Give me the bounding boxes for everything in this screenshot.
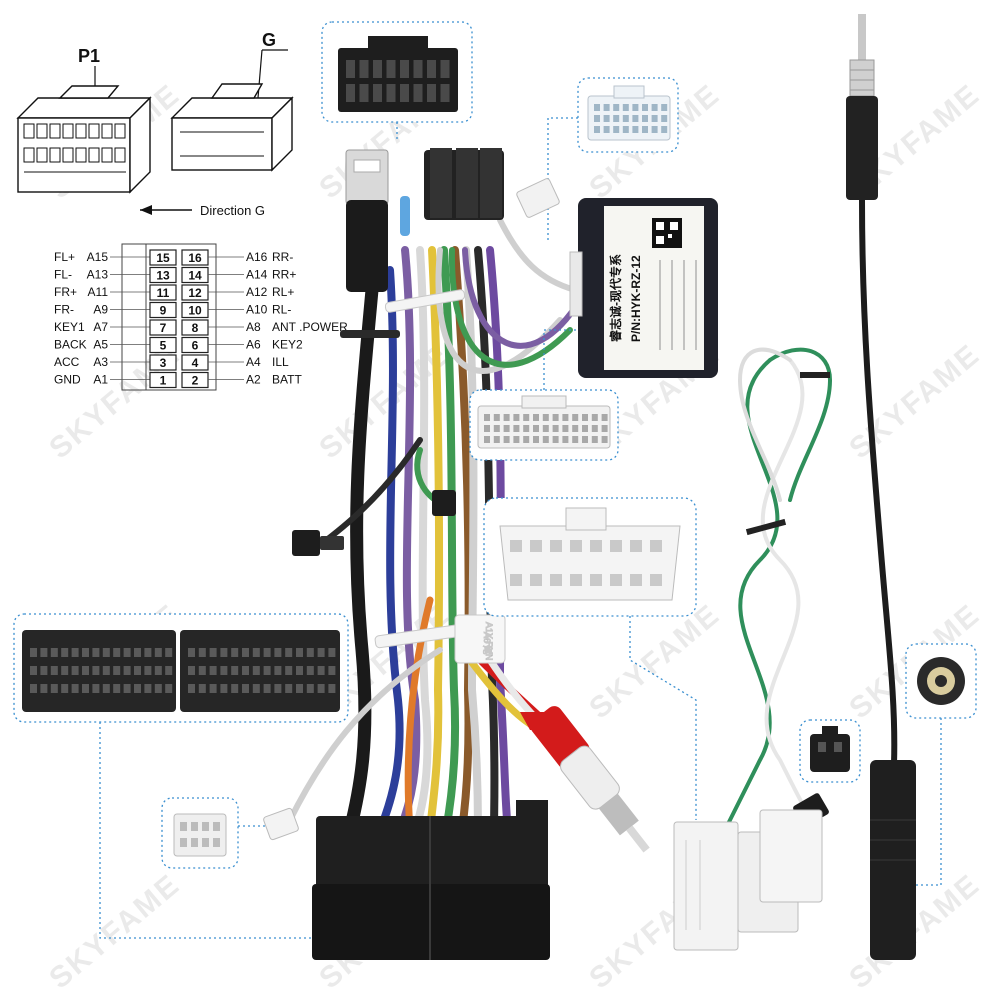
- top-harness-plug: [424, 148, 504, 220]
- direction-label: Direction G: [200, 203, 265, 218]
- pin-left-function: FL-: [54, 268, 72, 282]
- pin-left-number: A11: [88, 285, 109, 299]
- harness-tag-line2: A6 尾: [482, 632, 492, 655]
- harness-tag-line1: A1X RYN: [484, 622, 494, 660]
- pin-left-function: ACC: [54, 355, 80, 369]
- pinout-row: FL+ A15 15 16 A16 RR-: [54, 249, 293, 266]
- watermark-text: SKYFAME: [43, 868, 186, 996]
- pin-left-number: A15: [87, 250, 109, 264]
- pin-left-number: A7: [93, 320, 108, 334]
- cable-ties: A1X RYN A6 尾: [340, 289, 506, 664]
- pin-right-number: A6: [246, 338, 261, 352]
- pinout-row: ACC A3 3 4 A4 ILL: [54, 354, 289, 371]
- pin-left-box: 3: [160, 356, 167, 370]
- pinout-row: GND A1 1 2 A2 BATT: [54, 371, 302, 389]
- pinout-row: FL- A13 13 14 A14 RR+: [54, 266, 296, 284]
- pin-left-box: 15: [156, 251, 170, 265]
- rca-plugs: [520, 706, 650, 853]
- pin-left-box: 9: [160, 304, 167, 318]
- pin-right-number: A8: [246, 320, 261, 334]
- pin-right-function: KEY2: [272, 338, 303, 352]
- pin-left-function: FR+: [54, 285, 77, 299]
- pin-left-function: FR-: [54, 303, 74, 317]
- pin-right-box: 8: [192, 321, 199, 335]
- pin-left-box: 13: [156, 269, 170, 283]
- pin-right-number: A4: [246, 355, 261, 369]
- pin-right-function: RR-: [272, 250, 293, 264]
- pinout-row: FR- A9 9 10 A10 RL-: [54, 301, 291, 319]
- usb-plug: [345, 149, 410, 292]
- pin-right-number: A14: [246, 268, 268, 282]
- pin-right-box: 2: [192, 374, 199, 388]
- callout-antenna-socket: [905, 643, 977, 886]
- p1-label: P1: [78, 46, 100, 66]
- pin-left-number: A13: [87, 268, 109, 282]
- pin-left-box: 5: [160, 339, 167, 353]
- watermark-text: SKYFAME: [583, 598, 726, 726]
- callout-white-plug-middle: [469, 329, 619, 461]
- pin-left-function: KEY1: [54, 320, 85, 334]
- pin-right-box: 10: [188, 304, 202, 318]
- pin-left-function: FL+: [54, 250, 75, 264]
- pin-right-number: A16: [246, 250, 268, 264]
- twisted-wire-pair: [718, 347, 833, 842]
- pin-right-function: RL+: [272, 285, 294, 299]
- antenna-adapter: [846, 14, 916, 960]
- main-harness-connector: [312, 800, 550, 960]
- pin-right-function: RL-: [272, 303, 291, 317]
- g-label: G: [262, 30, 276, 50]
- callout-small-white-connector: [161, 797, 299, 869]
- pin-left-number: A5: [93, 338, 108, 352]
- pin-left-number: A9: [93, 303, 108, 317]
- pin-right-box: 6: [192, 339, 199, 353]
- small-black-connectors: [292, 490, 456, 556]
- pin-left-box: 1: [160, 374, 167, 388]
- pin-right-number: A12: [246, 285, 268, 299]
- pin-right-number: A10: [246, 303, 268, 317]
- module-brand-text: 睿志诚-现代专系: [608, 254, 623, 342]
- pin-right-box: 16: [188, 251, 202, 265]
- white-power-connector: [673, 809, 823, 951]
- pin-left-box: 11: [157, 286, 170, 300]
- pin-left-number: A1: [93, 373, 108, 387]
- callout-16pin-connector: [321, 21, 473, 140]
- callout-obd-plug: [483, 497, 697, 820]
- pin-right-box: 4: [192, 356, 199, 370]
- p1-connector-drawing: P1: [16, 46, 152, 194]
- pinout-row: KEY1 A7 7 8 A8 ANT .POWER: [54, 319, 348, 336]
- callout-main-black-connector: [13, 613, 349, 939]
- pin-left-function: BACK: [54, 338, 87, 352]
- canbus-decoder-module: 睿志诚-现代专系 P/N:HYK-RZ-12: [569, 198, 718, 378]
- pin-left-function: GND: [54, 373, 81, 387]
- pin-right-function: RR+: [272, 268, 296, 282]
- pin-right-box: 14: [188, 269, 202, 283]
- pin-right-function: ILL: [272, 355, 289, 369]
- pin-left-number: A3: [93, 355, 108, 369]
- pinout-row: FR+ A11 11 12 A12 RL+: [54, 284, 294, 301]
- pin-right-box: 12: [188, 286, 202, 300]
- g-connector-drawing: G: [170, 30, 294, 172]
- pin-right-function: ANT .POWER: [272, 320, 348, 334]
- small-white-plug: [516, 178, 560, 218]
- callout-small-black-connector: [793, 719, 861, 827]
- pin-left-box: 7: [160, 321, 167, 335]
- pin-right-function: BATT: [272, 373, 302, 387]
- pin-right-number: A2: [246, 373, 261, 387]
- module-part-number: P/N:HYK-RZ-12: [629, 255, 643, 342]
- direction-arrow: Direction G: [140, 203, 265, 218]
- pinout-row: BACK A5 5 6 A6 KEY2: [54, 336, 303, 354]
